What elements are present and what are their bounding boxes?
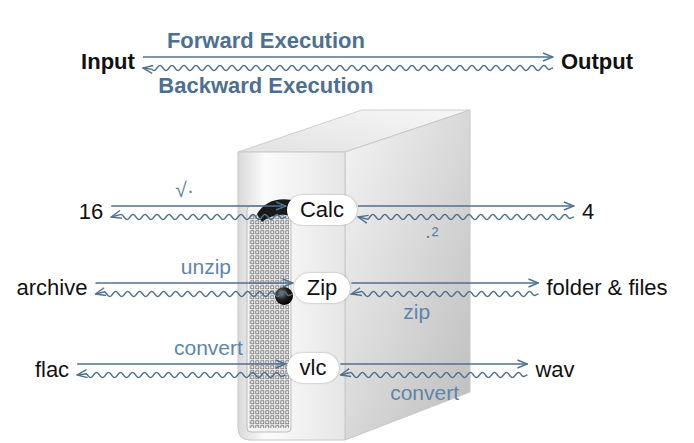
forward-arrow (143, 56, 553, 57)
program-pill: Zip (294, 273, 351, 303)
edge-label: ·² (424, 223, 438, 247)
io-text-node: archive (15, 275, 90, 301)
node-text: wav (535, 357, 574, 382)
node-text: archive (17, 275, 88, 300)
edge-label: zip (403, 300, 430, 324)
forward-arrow (351, 282, 538, 283)
backward-wavy-arrow (95, 291, 292, 296)
node-text: 16 (79, 199, 103, 224)
node-text: flac (35, 357, 69, 382)
node-text: folder & files (546, 275, 667, 300)
node-text: vlc (300, 355, 327, 380)
io-text-node: Output (559, 49, 635, 75)
edge-label: √· (175, 178, 194, 202)
io-text-node: Input (79, 49, 137, 75)
tower-side (345, 110, 470, 440)
backward-wavy-arrow (358, 214, 574, 219)
vent-grid (249, 214, 289, 428)
backward-wavy-arrow (351, 291, 538, 296)
node-text: Input (81, 49, 135, 74)
backward-wavy-arrow (143, 65, 553, 70)
forward-arrow (111, 205, 286, 206)
program-pill: vlc (287, 353, 340, 383)
edge-label: Backward Execution (158, 74, 373, 98)
node-text: 4 (582, 199, 594, 224)
node-text: Output (561, 49, 633, 74)
edge-label: unzip (181, 255, 231, 279)
node-text: Zip (307, 275, 338, 300)
io-text-node: folder & files (544, 275, 669, 301)
backward-wavy-arrow (340, 372, 527, 377)
program-pill: Calc (287, 195, 357, 225)
edge-label: Forward Execution (167, 29, 365, 53)
io-text-node: wav (533, 357, 576, 383)
forward-arrow (358, 205, 574, 206)
forward-arrow (77, 363, 285, 364)
forward-arrow (95, 282, 292, 283)
io-text-node: 16 (77, 199, 105, 225)
edge-label: convert (174, 336, 243, 360)
io-text-node: flac (33, 357, 71, 383)
backward-wavy-arrow (77, 372, 285, 377)
node-text: Calc (300, 197, 344, 222)
front-panel (247, 206, 291, 432)
io-text-node: 4 (580, 199, 596, 225)
backward-wavy-arrow (111, 214, 286, 219)
edge-label: convert (390, 381, 459, 405)
forward-arrow (340, 363, 527, 364)
